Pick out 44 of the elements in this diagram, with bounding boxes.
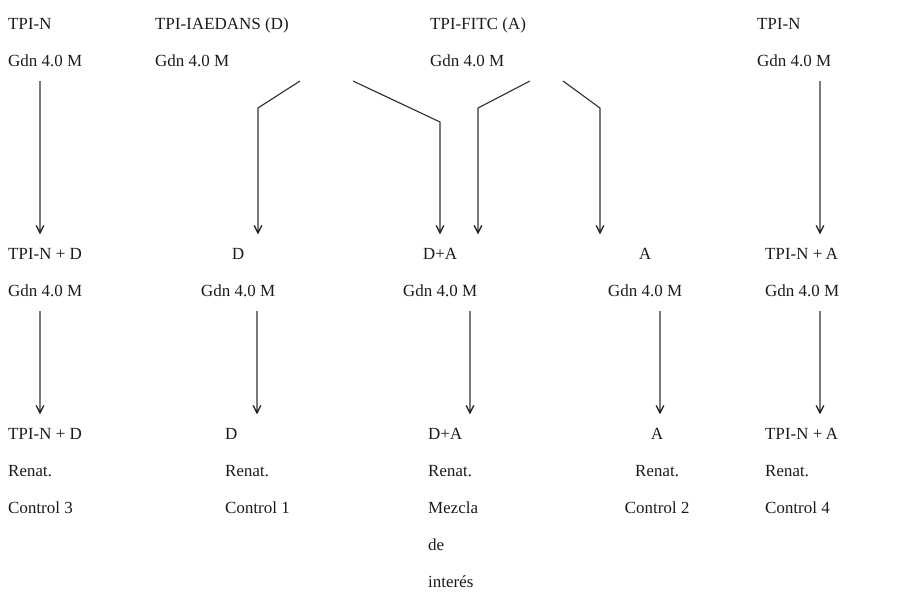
node-label: Mezcla de interés bbox=[428, 497, 480, 593]
node-label: Gdn 4.0 M bbox=[765, 281, 840, 300]
node-label: TPI-N + A bbox=[765, 424, 838, 443]
node-label: TPI-FITC (A) bbox=[430, 14, 526, 33]
node-label: Gdn 4.0 M bbox=[8, 51, 82, 70]
node-label: Renat. bbox=[8, 461, 52, 480]
arrow bbox=[562, 80, 605, 234]
node-label: A bbox=[638, 244, 652, 263]
arrow bbox=[253, 80, 300, 234]
node-label: Gdn 4.0 M bbox=[155, 51, 230, 70]
arrow bbox=[35, 311, 45, 414]
arrow bbox=[352, 80, 445, 234]
arrow bbox=[655, 311, 665, 414]
arrow bbox=[815, 311, 825, 414]
node-label: Gdn 4.0 M bbox=[608, 281, 682, 300]
node-label: Renat. bbox=[428, 461, 472, 480]
node-label: Control 1 bbox=[225, 498, 290, 517]
node-label: Renat. bbox=[635, 461, 679, 480]
node-label: TPI-N + D bbox=[8, 244, 82, 263]
node-label: Gdn 4.0 M bbox=[430, 51, 504, 70]
node-label: D bbox=[232, 244, 244, 263]
node-label: D+A bbox=[428, 424, 462, 443]
node-label: Renat. bbox=[765, 461, 809, 480]
node-label: A bbox=[650, 424, 664, 443]
node-label: Gdn 4.0 M bbox=[200, 281, 276, 300]
node-label: Gdn 4.0 M bbox=[757, 51, 832, 70]
arrow bbox=[473, 80, 530, 234]
node-label: Renat. bbox=[225, 461, 269, 480]
node-label: Gdn 4.0 M bbox=[8, 281, 82, 300]
node-label: TPI-N bbox=[8, 14, 52, 33]
node-label: Gdn 4.0 M bbox=[402, 281, 478, 300]
node-label: D+A bbox=[422, 244, 458, 263]
node-label: TPI-N + D bbox=[8, 424, 82, 443]
node-label: D bbox=[225, 424, 238, 443]
arrow bbox=[252, 311, 262, 414]
node-label: Control 3 bbox=[8, 498, 73, 517]
arrow bbox=[35, 81, 45, 234]
arrow bbox=[465, 311, 475, 414]
node-label: Control 2 bbox=[624, 498, 690, 517]
arrow bbox=[815, 81, 825, 234]
node-label: TPI-IAEDANS (D) bbox=[155, 14, 289, 33]
node-label: TPI-N bbox=[757, 14, 800, 33]
node-label: Control 4 bbox=[765, 498, 830, 517]
node-label: TPI-N + A bbox=[765, 244, 838, 263]
